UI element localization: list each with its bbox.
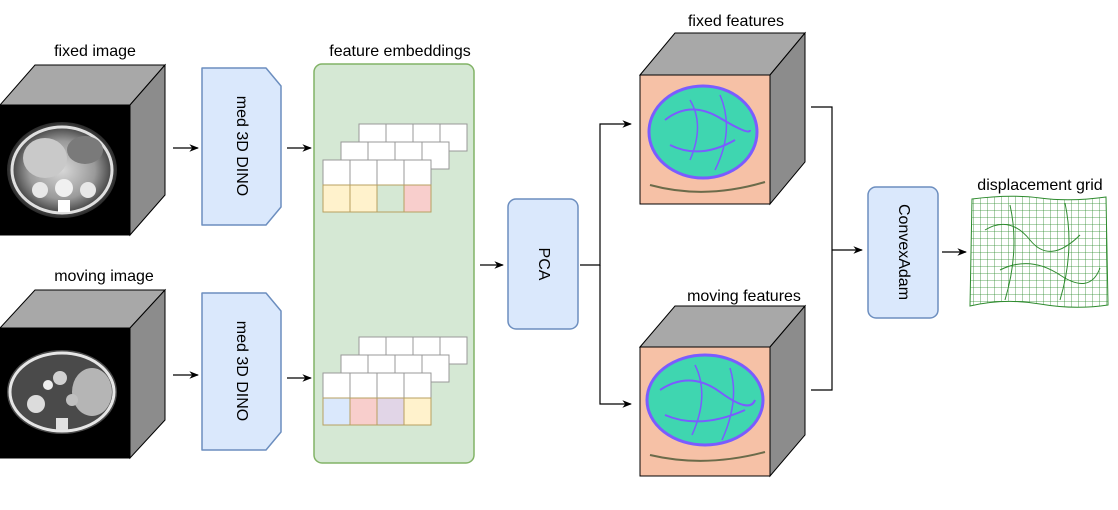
edge-fixed-features-to-merge: [811, 106, 833, 250]
encoder-bottom-label: med 3D DINO: [233, 321, 250, 421]
embedding-cell: [376, 159, 405, 188]
embedding-cell: [322, 159, 351, 188]
embedding-token: [322, 397, 351, 426]
edge-moving-features-to-merge: [811, 250, 833, 391]
embedding-token-stack-top: [322, 123, 468, 213]
displacement-grid-label: displacement grid: [977, 177, 1102, 194]
embedding-cell: [403, 372, 432, 401]
encoder-top-label: med 3D DINO: [233, 96, 250, 196]
edge-pca-to-moving-features: [599, 265, 632, 408]
embedding-cell: [349, 372, 378, 401]
feature-embeddings-label: feature embeddings: [329, 43, 470, 60]
fixed-feature-map: [647, 84, 766, 193]
embedding-token-stack-bottom: [322, 336, 468, 426]
fixed-features-label: fixed features: [688, 13, 784, 30]
encoder-bottom-block[interactable]: med 3D DINO: [201, 292, 282, 451]
moving-image-label: moving image: [54, 268, 154, 285]
embedding-token: [403, 184, 432, 213]
embedding-cell: [349, 159, 378, 188]
convexadam-block[interactable]: ConvexAdam: [867, 186, 939, 319]
fixed-image-cube: [0, 63, 167, 237]
convexadam-label: ConvexAdam: [895, 204, 912, 300]
embedding-cell: [322, 372, 351, 401]
moving-features-label: moving features: [687, 288, 801, 305]
embedding-token: [322, 184, 351, 213]
embedding-token: [376, 397, 405, 426]
fixed-features-cube: [638, 31, 807, 206]
embedding-token: [403, 397, 432, 426]
encoder-top-block[interactable]: med 3D DINO: [201, 67, 282, 226]
moving-image-cube: [0, 288, 167, 460]
embedding-token: [376, 184, 405, 213]
embedding-cell: [403, 159, 432, 188]
fixed-ct-slice: [7, 122, 117, 218]
embedding-token: [349, 184, 378, 213]
fixed-image-label: fixed image: [54, 43, 136, 60]
embedding-cell: [376, 372, 405, 401]
pca-block[interactable]: PCA: [507, 198, 579, 330]
moving-features-cube: [638, 304, 807, 478]
edge-pca-to-fixed-features: [580, 120, 632, 266]
moving-mri-slice: [7, 350, 117, 434]
embedding-token: [349, 397, 378, 426]
pca-label: PCA: [535, 248, 552, 281]
moving-feature-map: [645, 353, 766, 462]
displacement-grid-image: [969, 195, 1109, 308]
